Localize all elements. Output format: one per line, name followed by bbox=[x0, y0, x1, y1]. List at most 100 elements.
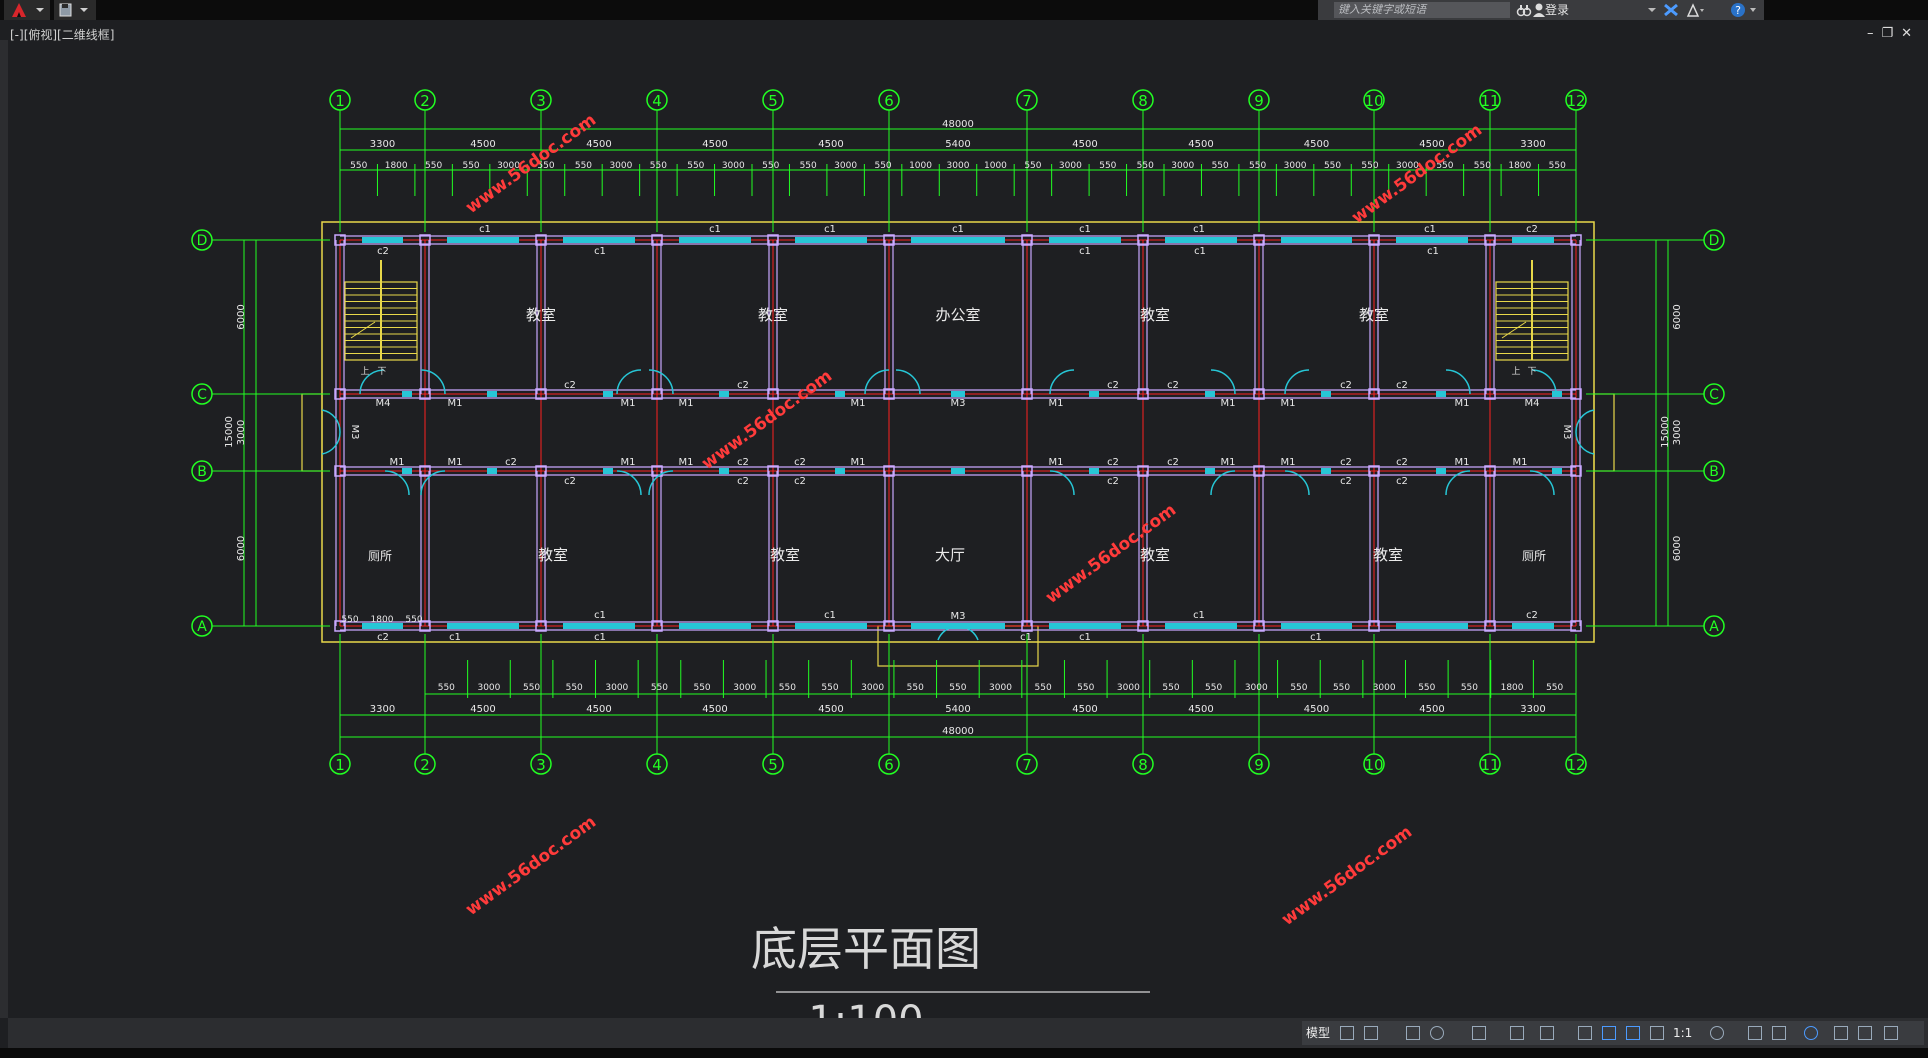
search-input[interactable]: 键入关键字或短语 bbox=[1334, 2, 1510, 18]
window-tag: c1 bbox=[594, 632, 606, 643]
window-band bbox=[911, 237, 1005, 243]
customization-icon[interactable] bbox=[1884, 1026, 1898, 1040]
annotation-monitor-icon[interactable] bbox=[1748, 1026, 1762, 1040]
binoculars-icon[interactable] bbox=[1516, 2, 1532, 18]
axis-label-x: 8 bbox=[1138, 92, 1148, 110]
quick-access-toolbar[interactable] bbox=[54, 0, 96, 20]
dim-detail-top: 550 bbox=[1549, 161, 1566, 171]
save-icon[interactable] bbox=[54, 0, 96, 20]
door-swing bbox=[384, 470, 410, 496]
column bbox=[1368, 388, 1380, 400]
dim-detail-top: 550 bbox=[1249, 161, 1266, 171]
restore-icon[interactable]: ❐ bbox=[1881, 26, 1902, 41]
dim-detail-top: 1800 bbox=[1508, 161, 1531, 171]
lineweight-icon[interactable] bbox=[1540, 1026, 1554, 1040]
column bbox=[1021, 388, 1033, 400]
door-swing bbox=[895, 369, 921, 395]
exchange-icon[interactable] bbox=[1662, 2, 1680, 18]
selection-cycling-icon[interactable] bbox=[1578, 1026, 1592, 1040]
column bbox=[1021, 234, 1033, 246]
window-tag: c2 bbox=[377, 632, 389, 643]
door-swing bbox=[616, 470, 642, 496]
osnap-icon[interactable] bbox=[1472, 1026, 1486, 1040]
snap-icon[interactable] bbox=[1364, 1026, 1378, 1040]
window-tag: c1 bbox=[1427, 246, 1439, 257]
drawing-window-controls[interactable]: –❐✕ bbox=[1867, 26, 1920, 41]
annotation-scale-value[interactable]: 1:1 bbox=[1673, 1026, 1693, 1040]
main-door-swing bbox=[937, 625, 979, 641]
window-band bbox=[835, 391, 845, 397]
dim-detail-top: 550 bbox=[650, 161, 667, 171]
column bbox=[1484, 234, 1496, 246]
window-tag: c1 bbox=[1193, 610, 1205, 621]
door-tag: M1 bbox=[621, 457, 636, 468]
application-menu-button[interactable] bbox=[4, 0, 50, 20]
help-icon[interactable]: ? bbox=[1730, 2, 1760, 18]
window-band bbox=[447, 623, 519, 629]
axis-label-x: 12 bbox=[1566, 756, 1585, 774]
axis-label-x: 11 bbox=[1480, 756, 1499, 774]
column bbox=[767, 234, 779, 246]
model-tab[interactable]: 模型 bbox=[1306, 1026, 1331, 1040]
room-label: 教室 bbox=[758, 306, 788, 324]
minimize-icon[interactable]: – bbox=[1866, 26, 1882, 41]
window-tag: c2 bbox=[794, 457, 806, 468]
login-button[interactable]: 登录 bbox=[1545, 3, 1570, 17]
autodesk-app-icon[interactable] bbox=[1684, 2, 1704, 18]
column bbox=[767, 465, 779, 477]
grid-icon[interactable] bbox=[1340, 1026, 1354, 1040]
dim-detail-top: 550 bbox=[762, 161, 779, 171]
window-band bbox=[487, 468, 497, 474]
window-tag: c1 bbox=[594, 246, 606, 257]
dim-detail-bottom: 550 bbox=[1205, 683, 1222, 693]
dim-vertical: 6000 bbox=[1672, 304, 1683, 329]
annotation-visibility-icon[interactable] bbox=[1602, 1026, 1616, 1040]
units-icon[interactable] bbox=[1772, 1026, 1786, 1040]
entrance-platform bbox=[877, 625, 1039, 667]
dim-detail-axisA: 1800 bbox=[371, 615, 394, 625]
window-tag: c2 bbox=[1340, 380, 1352, 391]
dim-detail-top: 3000 bbox=[722, 161, 745, 171]
window-band bbox=[1205, 468, 1215, 474]
window-band bbox=[1436, 468, 1446, 474]
room-label: 教室 bbox=[526, 306, 556, 324]
dynamic-input-icon[interactable] bbox=[1510, 1026, 1524, 1040]
window-tag: c1 bbox=[824, 224, 836, 235]
window-tag: c1 bbox=[709, 224, 721, 235]
column bbox=[334, 388, 346, 400]
close-icon[interactable]: ✕ bbox=[1901, 26, 1920, 41]
window-band bbox=[719, 468, 729, 474]
dim-vertical: 3000 bbox=[236, 420, 247, 445]
dim-bay-top: 4500 bbox=[1419, 139, 1444, 150]
user-icon[interactable] bbox=[1532, 2, 1546, 18]
window-band bbox=[1089, 468, 1099, 474]
annotation-scale-icon[interactable] bbox=[1650, 1026, 1664, 1040]
chevron-down-icon[interactable] bbox=[1648, 6, 1656, 14]
workspace-gear-icon[interactable] bbox=[1710, 1026, 1724, 1040]
hardware-acceleration-icon[interactable] bbox=[1834, 1026, 1848, 1040]
clean-screen-icon[interactable] bbox=[1858, 1026, 1872, 1040]
auto-scale-icon[interactable] bbox=[1626, 1026, 1640, 1040]
isolate-objects-icon[interactable] bbox=[1804, 1026, 1818, 1040]
window-tag: c2 bbox=[737, 476, 749, 487]
window-band bbox=[1321, 468, 1331, 474]
window-band bbox=[1552, 468, 1562, 474]
polar-icon[interactable] bbox=[1430, 1026, 1444, 1040]
ortho-icon[interactable] bbox=[1406, 1026, 1420, 1040]
window-band bbox=[951, 391, 965, 397]
dim-detail-bottom: 550 bbox=[1461, 683, 1478, 693]
column bbox=[1570, 388, 1582, 400]
column bbox=[334, 465, 346, 477]
door-swing bbox=[616, 369, 642, 395]
viewport-controls[interactable]: [-][俯视][二维线框] bbox=[10, 28, 115, 42]
axis-label-x: 6 bbox=[884, 92, 894, 110]
dim-detail-top: 3000 bbox=[497, 161, 520, 171]
dim-detail-bottom: 550 bbox=[1333, 683, 1350, 693]
dim-detail-top: 3000 bbox=[1396, 161, 1419, 171]
window-band bbox=[951, 468, 965, 474]
room-label: 办公室 bbox=[935, 306, 980, 324]
dim-detail-top: 550 bbox=[1324, 161, 1341, 171]
door-tag: M1 bbox=[621, 398, 636, 409]
dim-detail-top: 1000 bbox=[909, 161, 932, 171]
